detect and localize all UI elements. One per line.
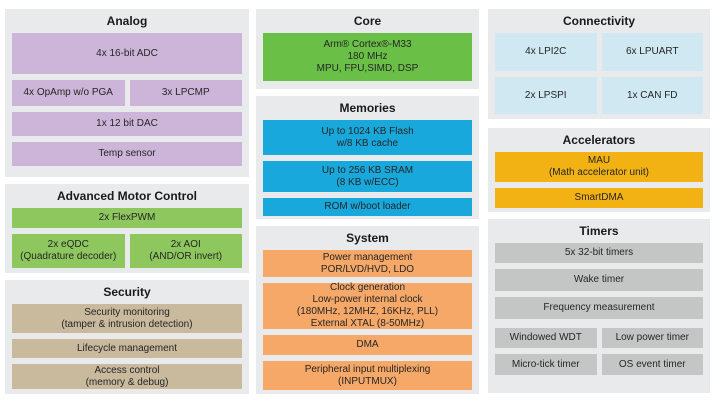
block-wake-timer: Wake timer [495,269,703,291]
connectivity-row-2: 2x LPSPI 1x CAN FD [495,77,703,114]
block-canfd: 1x CAN FD [601,77,703,114]
block-32bit-timers: 5x 32-bit timers [495,243,703,263]
panel-advanced-motor-control-title: Advanced Motor Control [57,189,197,203]
panel-security-title: Security [103,285,151,299]
panel-timers: Timers 5x 32-bit timers Wake timer Frequ… [488,219,710,393]
block-dma: DMA [263,335,472,355]
panel-analog-blocks: 4x 16-bit ADC 4x OpAmp w/o PGA 3x LPCMP … [12,33,242,172]
panel-security-blocks: Security monitoring (tamper & intrusion … [12,304,242,389]
block-flexpwm: 2x FlexPWM [12,208,242,228]
panel-connectivity-title: Connectivity [562,14,635,28]
timers-split-row-1: Windowed WDT Low power timer [495,328,703,348]
block-lpuart: 6x LPUART [601,33,703,71]
block-windowed-wdt: Windowed WDT [495,328,597,348]
panel-core-title: Core [353,14,382,28]
block-frequency-measurement: Frequency measurement [495,297,703,319]
panel-security: Security Security monitoring (tamper & i… [5,280,249,394]
block-mau: MAU (Math accelerator unit) [495,152,703,182]
block-aoi: 2x AOI (AND/OR invert) [129,234,242,268]
panel-connectivity: Connectivity 4x LPI2C 6x LPUART 2x LPSPI… [488,9,710,119]
panel-advanced-motor-control: Advanced Motor Control 2x FlexPWM 2x eQD… [5,184,249,273]
panel-analog-title: Analog [106,14,148,28]
block-eqdc: 2x eQDC (Quadrature decoder) [12,234,125,268]
panel-connectivity-blocks: 4x LPI2C 6x LPUART 2x LPSPI 1x CAN FD [495,33,703,114]
panel-memories-blocks: Up to 1024 KB Flash w/8 KB cache Up to 2… [263,120,472,216]
block-cpu-core: Arm® Cortex®-M33 180 MHz MPU, FPU,SIMD, … [263,33,472,81]
analog-split-row: 4x OpAmp w/o PGA 3x LPCMP [12,80,242,106]
block-flash: Up to 1024 KB Flash w/8 KB cache [263,120,472,155]
block-adc: 4x 16-bit ADC [12,33,242,74]
block-clock-generation: Clock generation Low-power internal cloc… [263,282,472,329]
block-lpi2c: 4x LPI2C [495,33,597,71]
panel-system-title: System [346,231,389,245]
amc-split-row: 2x eQDC (Quadrature decoder) 2x AOI (AND… [12,234,242,268]
panel-timers-title: Timers [579,224,619,238]
block-sram: Up to 256 KB SRAM (8 KB w/ECC) [263,161,472,192]
panel-core: Core Arm® Cortex®-M33 180 MHz MPU, FPU,S… [256,9,479,89]
panel-timers-blocks: 5x 32-bit timers Wake timer Frequency me… [495,243,703,388]
block-inputmux: Peripheral input multiplexing (INPUTMUX) [263,361,472,390]
block-lifecycle-management: Lifecycle management [12,339,242,358]
panel-system-blocks: Power management POR/LVD/HVD, LDO Clock … [263,250,472,390]
panel-analog: Analog 4x 16-bit ADC 4x OpAmp w/o PGA 3x… [5,9,249,177]
block-security-monitoring: Security monitoring (tamper & intrusion … [12,304,242,333]
block-lpcmp: 3x LPCMP [129,80,242,106]
block-opamp: 4x OpAmp w/o PGA [12,80,125,106]
block-smartdma: SmartDMA [495,188,703,208]
panel-memories-title: Memories [339,101,396,115]
panel-core-blocks: Arm® Cortex®-M33 180 MHz MPU, FPU,SIMD, … [263,33,472,84]
block-os-event-timer: OS event timer [601,354,703,375]
block-rom: ROM w/boot loader [263,198,472,216]
block-micro-tick-timer: Micro-tick timer [495,354,597,375]
panel-memories: Memories Up to 1024 KB Flash w/8 KB cach… [256,96,479,219]
block-temp-sensor: Temp sensor [12,142,242,166]
panel-accelerators: Accelerators MAU (Math accelerator unit)… [488,128,710,212]
block-access-control: Access control (memory & debug) [12,364,242,389]
panel-accelerators-title: Accelerators [562,133,636,147]
block-dac: 1x 12 bit DAC [12,112,242,136]
block-lpspi: 2x LPSPI [495,77,597,114]
panel-accelerators-blocks: MAU (Math accelerator unit) SmartDMA [495,152,703,208]
connectivity-row-1: 4x LPI2C 6x LPUART [495,33,703,71]
timers-split-row-2: Micro-tick timer OS event timer [495,354,703,375]
panel-advanced-motor-control-blocks: 2x FlexPWM 2x eQDC (Quadrature decoder) … [12,208,242,268]
panel-system: System Power management POR/LVD/HVD, LDO… [256,226,479,394]
block-power-management: Power management POR/LVD/HVD, LDO [263,250,472,277]
block-low-power-timer: Low power timer [601,328,703,348]
